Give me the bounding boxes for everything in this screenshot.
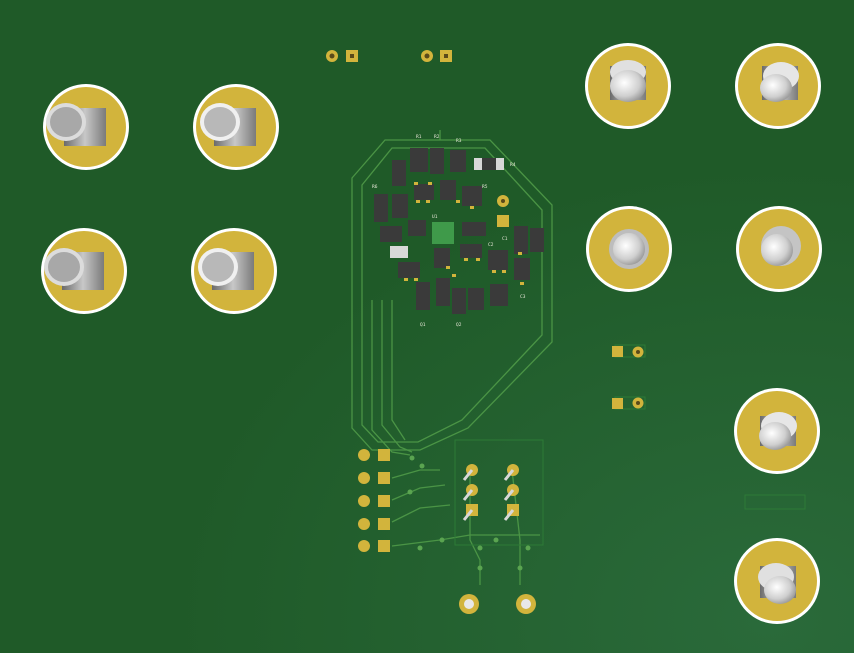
pads-right-1: [612, 346, 644, 358]
mounting-hole-right-2: [735, 43, 821, 129]
pads-center: [497, 195, 509, 227]
silk-r2: R2: [434, 134, 440, 140]
mounting-hole-right-5: [734, 388, 820, 474]
mounting-hole-right-6: [734, 538, 820, 624]
vias: [407, 455, 531, 571]
silk-r3: R3: [456, 138, 462, 144]
header-top-right: [421, 50, 452, 62]
silk-r4: R4: [510, 162, 516, 168]
smd-cluster: [374, 148, 544, 314]
bottom-pins: [459, 594, 536, 614]
silk-r5: R5: [482, 184, 488, 190]
silk-q1: Q1: [420, 322, 426, 328]
connector-3x2: [462, 464, 519, 521]
pads-right-2: [612, 397, 644, 409]
silk-r1: R1: [416, 134, 422, 140]
mounting-hole-left-1: [43, 84, 129, 170]
header-top-left: [326, 50, 358, 62]
mounting-hole-right-4: [736, 206, 822, 292]
mounting-hole-left-4: [191, 228, 277, 314]
silk-r6: R6: [372, 184, 378, 190]
silk-c2: C2: [488, 242, 494, 248]
silk-c1: C1: [502, 236, 508, 242]
silk-u1: U1: [432, 214, 438, 220]
silkscreen-labels: R1 R2 R3 R4 R5 R6 C1 C2 C3 Q1 Q2 U1: [372, 134, 526, 328]
header-5x2: [358, 449, 390, 552]
mounting-hole-left-2: [193, 84, 279, 170]
mounting-hole-left-3: [41, 228, 127, 314]
mounting-hole-right-1: [585, 43, 671, 129]
mounting-hole-right-3: [586, 206, 672, 292]
silk-c3: C3: [520, 294, 526, 300]
silk-q2: Q2: [456, 322, 462, 328]
